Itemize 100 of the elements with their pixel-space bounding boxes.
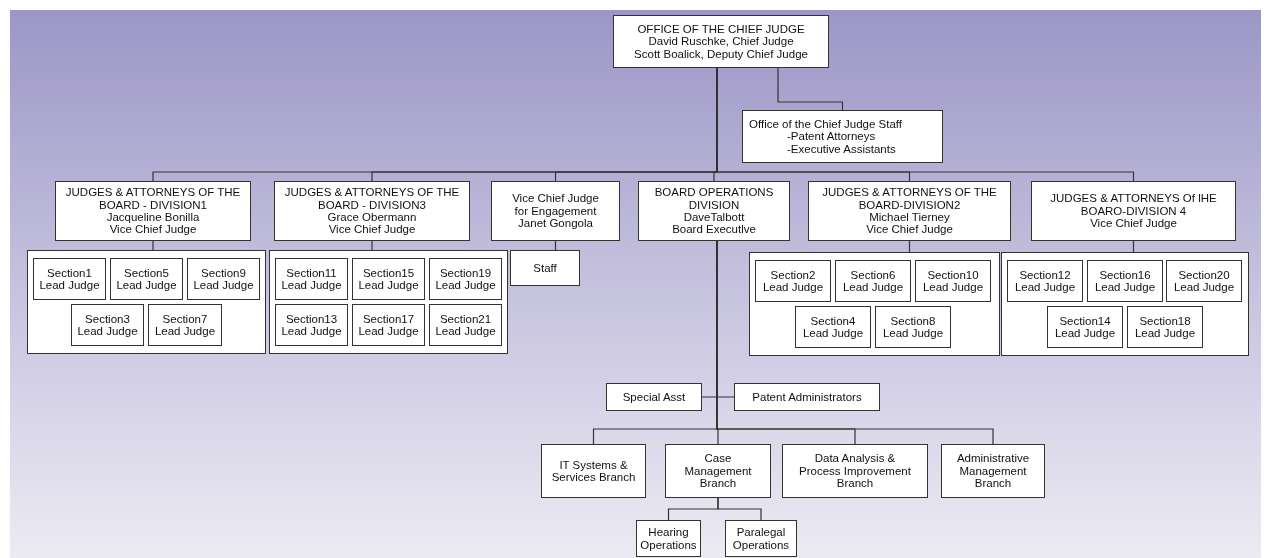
unit-detail-text: DaveTalbott xyxy=(683,211,745,224)
unit-title-text: Section6 xyxy=(850,268,896,281)
unit-detail-text: Lead Judge xyxy=(1014,281,1076,294)
section-box xyxy=(1166,260,1242,302)
unit-title-text: Special Asst xyxy=(622,390,686,404)
unit-detail-text: Lead Judge xyxy=(802,327,864,340)
section-box xyxy=(429,258,502,300)
unit-detail-text: Vice Chief Judge xyxy=(328,223,416,236)
unit-title-text: BOARD OPERATIONS DIVISION xyxy=(653,186,775,211)
section-box xyxy=(835,260,911,302)
section-box xyxy=(187,258,260,300)
unit-detail-text: Lead Judge xyxy=(1173,281,1235,294)
org-unit-box xyxy=(613,15,829,68)
unit-title-text: Data Analysis & Process Improvement Branch xyxy=(799,452,911,490)
unit-detail-text: -Patent Attorneys xyxy=(786,130,876,143)
section-box xyxy=(795,306,871,348)
unit-title-text: Section10 xyxy=(927,268,979,281)
unit-detail-text: Lead Judge xyxy=(1094,281,1156,294)
unit-title-text: Section15 xyxy=(362,266,415,279)
unit-detail-text: Lead Judge xyxy=(842,281,904,294)
section-box xyxy=(1007,260,1083,302)
section-box xyxy=(1087,260,1163,302)
org-unit-box xyxy=(725,520,797,557)
unit-detail-text: Lead Judge xyxy=(1134,327,1196,340)
org-unit-box xyxy=(638,181,790,241)
section-group-box xyxy=(269,250,508,354)
org-unit-box xyxy=(510,250,580,286)
section-box xyxy=(33,258,106,300)
unit-detail-text: Lead Judge xyxy=(281,325,342,338)
unit-detail-text: Lead Judge xyxy=(281,279,342,292)
unit-title-text: Section14 xyxy=(1059,314,1111,327)
connector-line xyxy=(152,240,154,251)
section-box xyxy=(429,304,502,346)
section-group-box xyxy=(1001,252,1249,356)
unit-title-text: Section1 xyxy=(47,266,92,279)
unit-detail-text: Lead Judge xyxy=(435,325,496,338)
org-unit-box xyxy=(941,444,1045,498)
unit-title-text: Section17 xyxy=(362,312,415,325)
unit-title-text: Section20 xyxy=(1178,268,1230,281)
unit-detail-text: Grace Obermann xyxy=(327,211,417,224)
unit-title-text: Administrative Management Branch xyxy=(955,452,1031,490)
unit-title-text: OFFICE OF THE CHIEF JUDGE xyxy=(637,22,805,36)
org-unit-box xyxy=(734,383,880,411)
unit-title-text: JUDGES & ATTORNEYS OF THE BOARD - DIVISION1 xyxy=(64,186,242,211)
unit-detail-text: David Ruschke, Chief Judge xyxy=(648,35,794,48)
unit-detail-text: Vice Chief Judge xyxy=(1090,217,1177,230)
unit-title-text: JUDGES & ATTORNEYS Of lHE BOARO-DIVISION 4 xyxy=(1049,192,1218,218)
unit-detail-text: Scott Boalick, Deputy Chief Judge xyxy=(634,47,808,61)
unit-detail-text: Lead Judge xyxy=(154,325,216,338)
unit-title-text: Hearing Operations xyxy=(639,526,698,551)
unit-title-text: Section19 xyxy=(439,266,492,279)
unit-title-text: Section18 xyxy=(1139,314,1191,327)
section-box xyxy=(110,258,183,300)
unit-detail-text: Lead Judge xyxy=(193,279,254,292)
unit-detail-text: Lead Judge xyxy=(39,279,100,292)
unit-title-text: Office of the Chief Judge Staff xyxy=(749,117,902,131)
org-unit-box xyxy=(541,444,646,498)
connector-line xyxy=(717,497,762,521)
unit-detail-text: Vice Chief Judge xyxy=(109,223,197,236)
unit-detail-text: Lead Judge xyxy=(358,279,419,292)
section-box xyxy=(352,304,425,346)
org-unit-box xyxy=(55,181,251,241)
org-unit-box xyxy=(606,383,702,411)
unit-title-text: Section16 xyxy=(1099,268,1151,281)
unit-title-text: JUDGES & ATTORNEYS OF THE BOARD-DIVISION2 xyxy=(821,186,998,211)
org-unit-box xyxy=(274,181,470,241)
section-box xyxy=(275,304,348,346)
unit-title-text: Section12 xyxy=(1019,268,1071,281)
unit-title-text: Case Management Branch xyxy=(683,452,753,490)
unit-title-text: Section21 xyxy=(439,312,492,325)
unit-title-text: Section9 xyxy=(201,266,246,279)
unit-title-text: Staff xyxy=(533,261,557,275)
unit-detail-text: Lead Judge xyxy=(435,279,496,292)
org-unit-box xyxy=(808,181,1011,241)
org-unit-box xyxy=(1031,181,1236,241)
org-unit-box xyxy=(491,181,620,241)
section-box xyxy=(875,306,951,348)
unit-title-text: Vice Chief Judge for Engagement xyxy=(511,192,600,218)
unit-title-text: Section4 xyxy=(810,314,856,327)
section-box xyxy=(71,304,144,346)
unit-title-text: Section7 xyxy=(162,312,208,325)
unit-title-text: Section2 xyxy=(770,268,816,281)
section-box xyxy=(352,258,425,300)
unit-title-text: Section5 xyxy=(124,266,169,279)
org-unit-box xyxy=(742,110,943,163)
org-unit-box xyxy=(636,520,701,557)
unit-detail-text: Board Executlve xyxy=(672,223,756,236)
unit-title-text: Section11 xyxy=(286,266,337,279)
unit-title-text: Section3 xyxy=(85,312,130,325)
unit-title-text: Section8 xyxy=(890,314,936,327)
unit-title-text: Patent Administrators xyxy=(752,390,862,404)
unit-title-text: Section13 xyxy=(285,312,338,325)
unit-title-text: JUDGES & ATTORNEYS OF THE BOARD - DIVISION3 xyxy=(283,186,461,211)
org-unit-box xyxy=(665,444,771,498)
section-box xyxy=(915,260,991,302)
unit-detail-text: Lead Judge xyxy=(882,327,944,340)
unit-detail-text: Jacqueline Bonilla xyxy=(106,211,200,224)
section-box xyxy=(1047,306,1123,348)
section-box xyxy=(275,258,348,300)
section-box xyxy=(755,260,831,302)
